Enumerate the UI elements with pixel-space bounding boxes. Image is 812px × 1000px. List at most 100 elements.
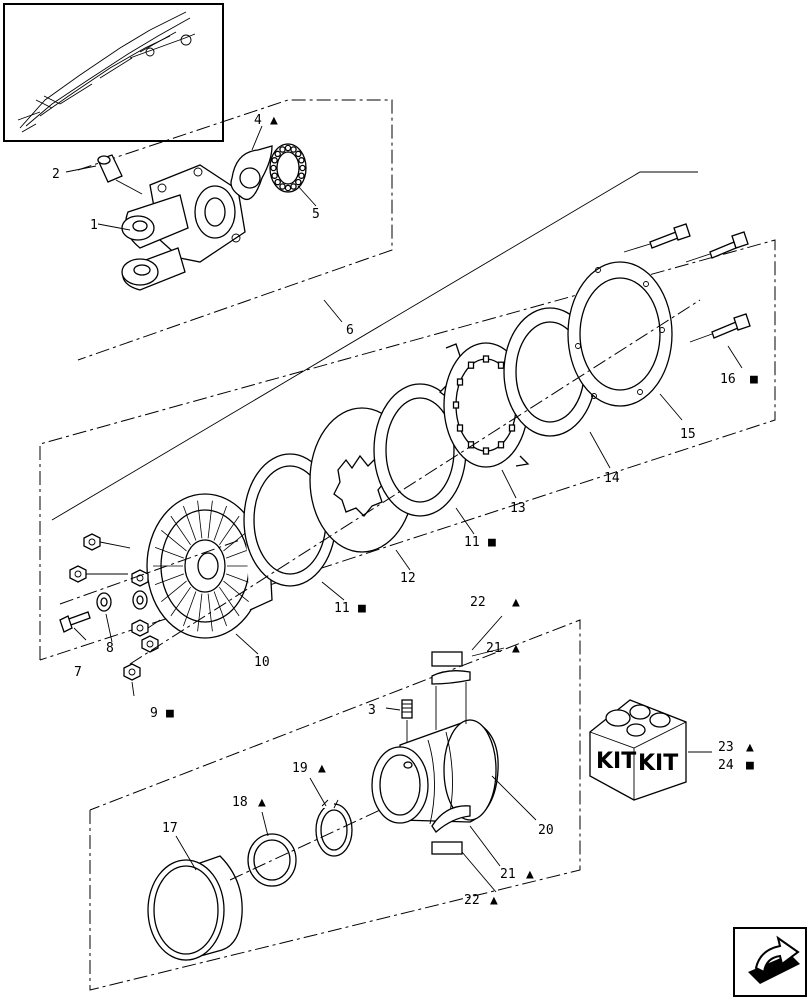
callout-8: 8	[106, 641, 114, 656]
triangle-symbol-4: ▲	[270, 113, 278, 128]
part-19-snap-ring	[315, 799, 353, 857]
callout-12: 12	[400, 571, 416, 586]
curved-arrow-icon	[748, 935, 800, 984]
bearing-ball	[284, 144, 292, 152]
plate-tooth	[508, 424, 516, 432]
shaft-group-outline	[89, 619, 581, 991]
hub-fin	[161, 529, 187, 552]
bearing-ball	[290, 183, 297, 190]
part-21-22-keys-upper	[431, 651, 471, 730]
callout-11a: 11	[334, 601, 350, 616]
square-symbol-9: ■	[166, 706, 174, 721]
callout-9: 9	[150, 706, 158, 721]
part-16-bolts	[623, 223, 751, 343]
hub-fin	[170, 515, 191, 546]
callout-16: 16	[720, 372, 736, 387]
callout-symbols: ▲ ■ ■ ■ ■ ▲ ▲ ▲ ▲ ▲ ▲ ▲ ■	[166, 113, 758, 908]
part-15-pressure-plate	[567, 261, 673, 407]
shaft-axis	[229, 809, 381, 881]
callout-7: 7	[74, 665, 82, 680]
part-2-grease-fitting	[97, 154, 143, 195]
callout-19: 19	[292, 761, 308, 776]
callout-22b: 22	[464, 893, 480, 908]
part-4-teardrop-plate	[230, 145, 273, 201]
bearing-ball	[284, 184, 292, 192]
part-18-ring	[247, 833, 297, 887]
part-10-clutch-hub	[146, 493, 273, 639]
hub-fin	[219, 515, 240, 546]
bearing-ball	[299, 164, 306, 172]
callout-14: 14	[604, 471, 620, 486]
callout-3: 3	[368, 703, 376, 718]
triangle-symbol-22b: ▲	[490, 893, 498, 908]
callout-21a: 21	[486, 641, 502, 656]
callout-4: 4	[254, 113, 262, 128]
triangle-symbol-22a: ▲	[512, 595, 520, 610]
triangle-symbol-21b: ▲	[526, 867, 534, 882]
callout-13: 13	[510, 501, 526, 516]
bearing-ball	[279, 146, 286, 153]
square-symbol-11a: ■	[358, 601, 366, 616]
hub-fin	[170, 586, 191, 617]
plate-tooth	[452, 401, 460, 409]
callout-10: 10	[254, 655, 270, 670]
plate-tooth	[497, 441, 505, 449]
hub-fin	[154, 547, 185, 559]
hub-fin	[213, 505, 227, 541]
part-9-nuts	[69, 533, 161, 681]
callout-21b: 21	[500, 867, 516, 882]
hub-fin	[197, 593, 203, 632]
callout-17: 17	[162, 821, 178, 836]
triangle-symbol-19: ▲	[318, 761, 326, 776]
bearing-ball	[290, 146, 297, 153]
hub-fin	[183, 591, 197, 627]
bearing-ball	[298, 172, 305, 179]
part-21-22-keys-lower	[431, 805, 471, 855]
callout-11b: 11	[464, 535, 480, 550]
assembly-axis	[59, 299, 701, 665]
overview-thumbnail[interactable]	[3, 3, 224, 142]
bearing-ball	[279, 183, 286, 190]
kit-box-icon: KIT KIT	[589, 699, 687, 801]
hub-fin	[154, 573, 185, 585]
hub-fin	[219, 586, 240, 617]
bearing-ball	[271, 157, 278, 164]
square-symbol-16: ■	[750, 372, 758, 387]
bearing-ball	[274, 178, 281, 186]
part-20-shaft	[371, 719, 499, 825]
part-5-bearing-ring	[269, 143, 307, 193]
triangle-symbol-21a: ▲	[512, 641, 520, 656]
hub-fin	[207, 500, 213, 539]
callout-2: 2	[52, 167, 60, 182]
next-page-button[interactable]	[733, 927, 807, 997]
hub-fin	[183, 505, 197, 541]
kit-label-left: KIT	[596, 749, 636, 774]
kit-label-right: KIT	[638, 751, 678, 776]
yoke-group-outline	[77, 99, 393, 361]
part-7-bolt	[59, 611, 91, 633]
callout-15: 15	[680, 427, 696, 442]
plate-tooth	[482, 447, 490, 455]
bearing-ball	[298, 157, 305, 164]
callout-labels: 1 2 3 4 5 6 7 8 9 10 11 11 12 13 14 15 1…	[52, 113, 736, 908]
callout-23: 23	[718, 740, 734, 755]
hub-fin	[223, 580, 249, 603]
clutch-assembly-outline	[39, 171, 776, 661]
plate-tooth	[467, 361, 475, 369]
hub-fin	[161, 580, 187, 603]
part-1-yoke	[121, 164, 246, 291]
plate-tooth	[482, 355, 490, 363]
square-symbol-11b: ■	[488, 535, 496, 550]
part-8-washers	[96, 590, 148, 612]
bearing-ball	[274, 150, 281, 158]
callout-20: 20	[538, 823, 554, 838]
square-symbol-24: ■	[746, 758, 754, 773]
plate-tooth	[497, 361, 505, 369]
hub-fin	[213, 591, 227, 627]
hub-fin	[197, 500, 203, 539]
plate-tooth	[456, 378, 464, 386]
callout-24: 24	[718, 758, 734, 773]
callout-6: 6	[346, 323, 354, 338]
part-17-bushing	[147, 855, 243, 961]
